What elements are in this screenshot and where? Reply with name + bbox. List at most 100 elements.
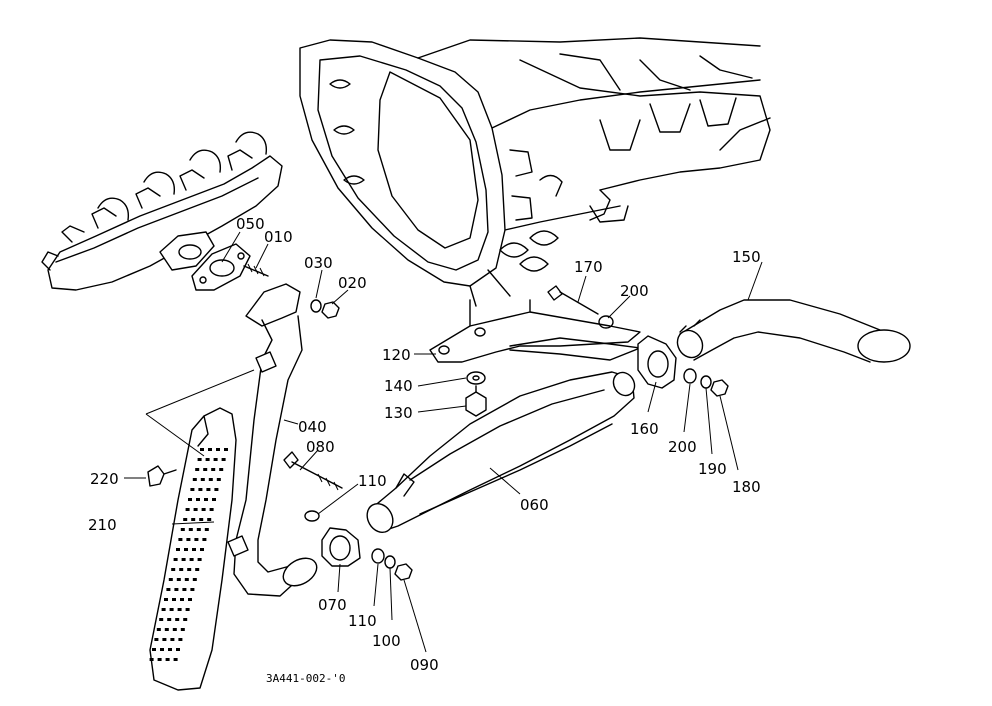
perforation-slot (176, 578, 181, 581)
perforation-slot (196, 498, 200, 501)
perforation-slot (174, 588, 179, 591)
perforation-slot (161, 608, 166, 611)
perforation-slot (200, 448, 204, 451)
washer-200-upper (598, 315, 614, 329)
label-010: 010 (264, 228, 293, 246)
perforation-slot (213, 458, 218, 461)
perforation-slot (192, 478, 197, 481)
label-050: 050 (236, 215, 265, 233)
label-080: 080 (306, 438, 335, 456)
perforation-slot (192, 578, 197, 581)
perforation-slot (168, 578, 173, 581)
perforation-slot (183, 618, 188, 621)
perforation-slot (193, 508, 198, 511)
washer-110-upper (304, 510, 320, 522)
bolt-010 (243, 263, 269, 277)
label-060: 060 (520, 496, 549, 514)
nut-020 (321, 301, 340, 319)
perforation-slot (203, 468, 208, 471)
spring-washer-190 (700, 375, 712, 389)
perforation-slot (208, 478, 213, 481)
perforation-slot (173, 658, 178, 661)
label-190: 190 (698, 460, 727, 478)
perforation-slot (162, 638, 167, 641)
perforation-slot (205, 458, 210, 461)
tail-pipe-150 (676, 299, 911, 363)
perforation-slot (216, 448, 220, 451)
exhaust-manifold (41, 131, 283, 291)
drawing-code: 3A441-002-'0 (266, 672, 345, 685)
label-100: 100 (372, 632, 401, 650)
perforation-slot (214, 488, 219, 491)
washer-200-lower (683, 368, 697, 384)
perforation-slot (191, 518, 196, 521)
perforation-slot (197, 458, 202, 461)
nut-100 (384, 555, 396, 569)
gasket-050 (191, 243, 251, 291)
label-030: 030 (304, 254, 333, 272)
label-140: 140 (384, 377, 413, 395)
muffler-060 (366, 371, 636, 534)
perforation-slot (183, 518, 188, 521)
perforation-slot (190, 488, 195, 491)
perforation-slot (173, 558, 178, 561)
perforation-slot (165, 658, 170, 661)
perforation-slot (178, 638, 183, 641)
perforation-slot (219, 468, 224, 471)
perforation-slot (182, 588, 187, 591)
nut-180 (710, 379, 729, 397)
perforation-slot (159, 618, 164, 621)
perforation-slot (185, 608, 190, 611)
part-labels: 050 010 030 020 040 080 110 060 120 140 … (88, 215, 761, 685)
perforation-slot (184, 578, 189, 581)
perforation-slot (181, 558, 186, 561)
engine-housing (299, 37, 771, 307)
perforation-slot (188, 598, 192, 601)
clamp-160 (637, 335, 677, 389)
label-120: 120 (382, 346, 411, 364)
perforation-slot (180, 628, 185, 631)
perforation-slot (164, 628, 169, 631)
perforation-slot (179, 568, 184, 571)
perforation-slot (198, 488, 203, 491)
perforation-slot (171, 568, 176, 571)
perforation-slot (200, 478, 205, 481)
perforation-slot (154, 638, 159, 641)
perforation-slot (180, 598, 184, 601)
bolt-080 (283, 451, 343, 491)
perforation-slot (221, 458, 226, 461)
perforation-slot (157, 658, 162, 661)
perforation-slot (185, 508, 190, 511)
perforation-slot (216, 478, 221, 481)
perforation-slot (201, 508, 206, 511)
label-020: 020 (338, 274, 367, 292)
washer-030 (310, 299, 322, 313)
perforation-slot (209, 508, 214, 511)
label-150: 150 (732, 248, 761, 266)
perforation-slot (188, 498, 192, 501)
perforation-slot (167, 618, 172, 621)
perforation-slot (195, 568, 200, 571)
perforation-slot (189, 558, 194, 561)
perforation-slot (168, 648, 172, 651)
perforation-slot (200, 548, 204, 551)
perforation-slot (224, 448, 228, 451)
perforation-slot (177, 608, 182, 611)
perforation-slot (187, 568, 192, 571)
perforation-slot (170, 638, 175, 641)
label-040: 040 (298, 418, 327, 436)
perforation-slot (156, 628, 161, 631)
perforation-slot (197, 558, 202, 561)
exhaust-pipe-040 (227, 283, 318, 597)
perforation-slot (175, 618, 180, 621)
label-170: 170 (574, 258, 603, 276)
perforation-slot (204, 528, 209, 531)
perforation-slot (192, 548, 196, 551)
label-070: 070 (318, 596, 347, 614)
label-160: 160 (630, 420, 659, 438)
perforation-slot (211, 468, 216, 471)
label-110-upper: 110 (358, 472, 387, 490)
perforation-slot (194, 538, 199, 541)
label-130: 130 (384, 404, 413, 422)
